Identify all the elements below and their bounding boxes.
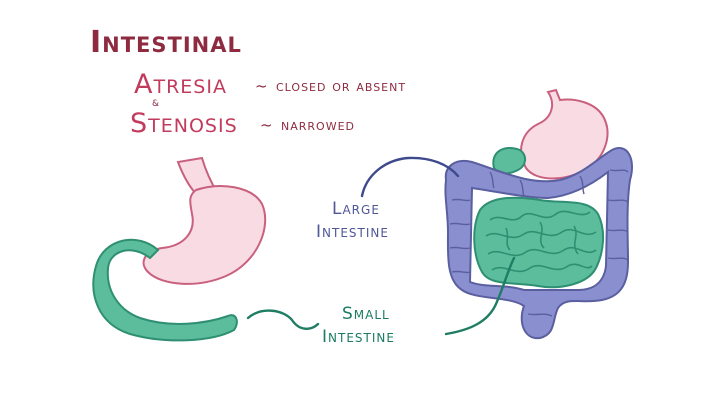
right-duodenum-stub <box>492 147 526 175</box>
small-intestine <box>473 196 604 289</box>
left-anatomy <box>92 156 267 342</box>
term-atresia: Atresia <box>134 69 227 100</box>
atresia-separator: ~ <box>255 77 269 95</box>
left-stomach <box>142 185 267 285</box>
right-stomach <box>520 88 609 180</box>
small-intestine-leader-left <box>246 309 320 330</box>
left-duodenum <box>92 238 238 342</box>
stenosis-separator: ~ <box>260 116 274 134</box>
large-intestine-leader <box>360 156 460 198</box>
large-intestine-label-line1: Large <box>332 199 380 219</box>
term-stenosis: Stenosis <box>130 108 238 139</box>
small-intestine-label-line2: Intestine <box>322 327 395 347</box>
large-intestine <box>444 147 633 340</box>
large-intestine-label-line2: Intestine <box>316 222 389 242</box>
ampersand: & <box>152 99 160 109</box>
small-intestine-leader-right <box>444 256 516 336</box>
stenosis-meaning: narrowed <box>281 116 355 134</box>
atresia-meaning: closed or absent <box>276 77 406 95</box>
small-intestine-label-line1: Small <box>342 304 390 324</box>
title: Intestinal <box>90 25 242 60</box>
right-anatomy <box>444 88 633 340</box>
colon-haustra <box>449 169 629 317</box>
